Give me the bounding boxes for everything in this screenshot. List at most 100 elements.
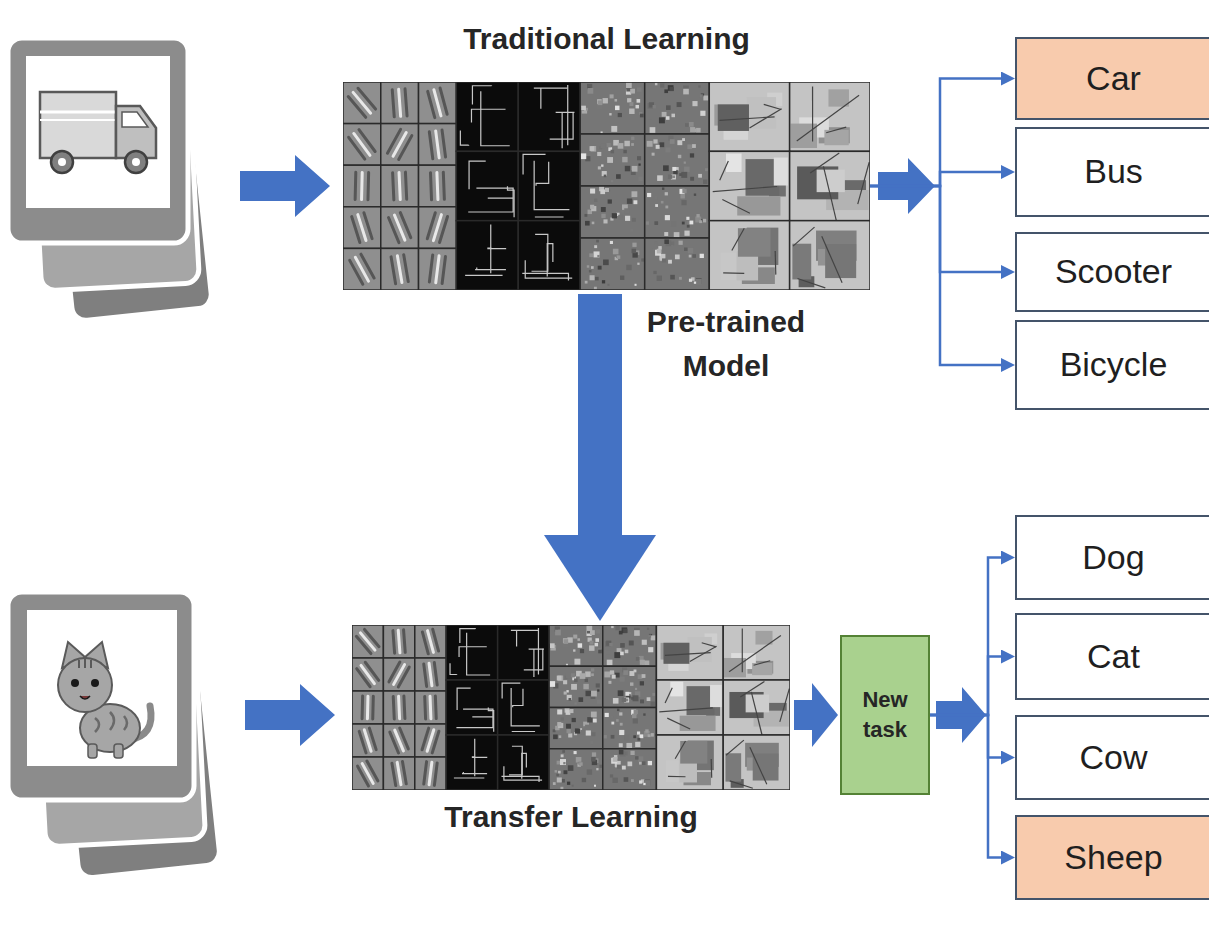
figure-part — [343, 82, 381, 124]
figure-part — [457, 688, 471, 710]
figure-part — [694, 282, 696, 284]
figure-part — [636, 657, 640, 661]
figure-part — [427, 213, 435, 239]
figure-part — [585, 281, 588, 284]
figure-part — [639, 780, 642, 783]
figure-part — [392, 763, 396, 785]
connector-arrow — [930, 558, 1001, 716]
figure-part — [566, 724, 571, 729]
figure-part — [651, 635, 656, 640]
figure-part — [678, 155, 681, 158]
connector-arrow — [870, 186, 1001, 365]
figure-part — [596, 683, 600, 687]
truck-wheel — [51, 151, 73, 173]
figure-part — [383, 658, 414, 691]
feature-cell — [415, 691, 446, 724]
figure-part — [692, 101, 697, 106]
figure-part — [534, 161, 569, 210]
figure-part — [434, 763, 437, 785]
figure-part — [555, 770, 557, 772]
figure-part — [614, 652, 620, 658]
figure-part — [682, 222, 685, 225]
figure-part — [679, 277, 682, 280]
figure-part — [657, 175, 663, 181]
figure-part — [737, 196, 780, 215]
figure-part — [532, 234, 548, 271]
figure-part — [436, 131, 439, 158]
feature-cell — [415, 757, 446, 790]
figure-part — [352, 724, 383, 757]
figure-part — [602, 280, 605, 283]
figure-part — [586, 625, 592, 631]
figure-part — [564, 691, 567, 694]
class-label: Sheep — [1064, 838, 1162, 877]
figure-part — [566, 729, 570, 733]
figure-part — [611, 735, 615, 739]
figure-part — [637, 738, 640, 741]
figure-part — [566, 674, 570, 678]
figure-part — [653, 139, 657, 143]
figure-part — [812, 87, 813, 142]
figure-part — [671, 222, 676, 227]
figure-part — [684, 162, 686, 164]
figure-part — [637, 731, 640, 734]
feature-cell — [383, 658, 414, 691]
figure-part — [595, 643, 598, 646]
figure-part — [659, 117, 665, 123]
figure-part — [651, 702, 655, 706]
figure-part — [639, 762, 642, 765]
class-box: Cat — [1015, 613, 1209, 700]
figure-part — [564, 770, 568, 774]
feature-cell — [603, 708, 657, 749]
figure-part — [454, 777, 484, 778]
figure-part — [399, 172, 400, 199]
figure-part — [660, 83, 664, 87]
figure-part — [645, 238, 710, 290]
figure-part — [615, 106, 619, 110]
figure-part — [443, 172, 444, 199]
figure-part — [634, 630, 640, 636]
figure-part — [607, 284, 609, 286]
figure-part — [488, 197, 513, 198]
figure-part — [665, 147, 670, 152]
figure-part — [399, 89, 401, 116]
figure-part — [450, 663, 457, 674]
figure-part — [588, 88, 594, 94]
figure-part — [601, 214, 605, 218]
figure-part — [689, 255, 692, 258]
connector-arrow — [870, 186, 1001, 272]
figure-part — [612, 778, 617, 783]
figure-part — [620, 723, 623, 726]
figure-part — [617, 255, 620, 258]
figure-part — [580, 186, 645, 238]
figure-part — [723, 625, 790, 680]
feature-map-image — [352, 625, 790, 790]
figure-part — [343, 124, 381, 166]
figure-part — [405, 89, 407, 116]
class-box: Dog — [1015, 515, 1209, 600]
feature-cell — [415, 658, 446, 691]
figure-part — [397, 256, 402, 283]
figure-part — [696, 214, 699, 217]
feature-cell — [419, 124, 457, 166]
figure-part — [687, 225, 690, 228]
figure-part — [632, 218, 636, 222]
figure-part — [387, 129, 400, 153]
figure-part — [591, 146, 597, 152]
figure-part — [668, 260, 672, 264]
figure-part — [616, 719, 619, 722]
figure-part — [790, 82, 870, 151]
feature-map-strip: Traditional Learning — [343, 82, 870, 290]
feature-cell — [723, 625, 790, 680]
class-label: Bus — [1084, 152, 1143, 191]
figure-part — [584, 214, 587, 217]
figure-part — [696, 278, 702, 284]
figure-part — [670, 682, 683, 697]
figure-part — [393, 631, 395, 654]
figure-part — [572, 718, 576, 722]
figure-part — [603, 666, 657, 707]
photo-inner — [26, 56, 170, 208]
figure-part — [709, 82, 789, 151]
figure-part — [603, 735, 606, 738]
figure-part — [703, 219, 706, 222]
